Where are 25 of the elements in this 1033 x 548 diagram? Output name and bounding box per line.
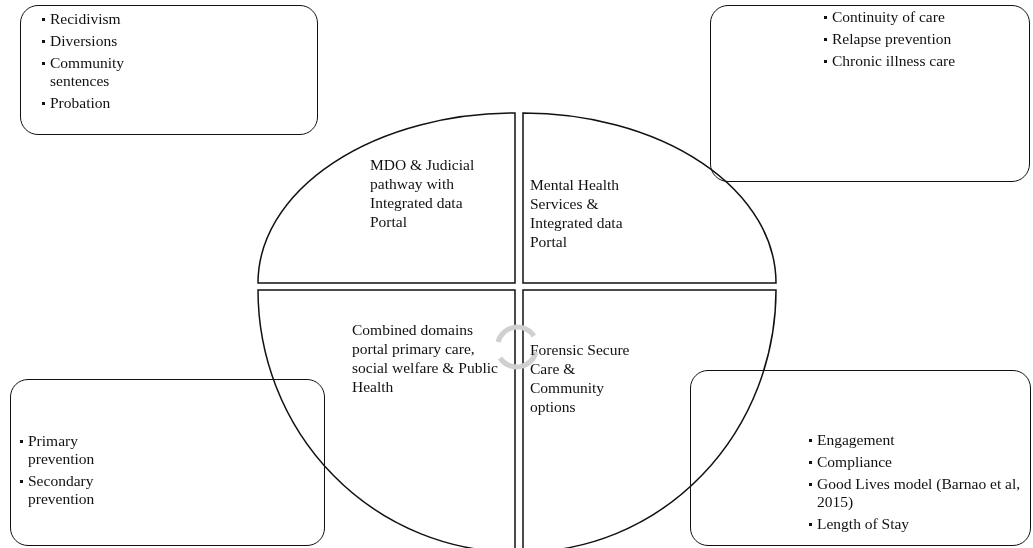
rounded-box: [690, 370, 1031, 546]
rounded-box: [10, 379, 325, 546]
bullet-item: Continuity of care: [823, 8, 963, 26]
segment-label: Forensic Secure Care & Community options: [530, 340, 631, 416]
segment-label: MDO & Judicial pathway with Integrated data Portal: [370, 155, 476, 231]
quadrant-segment: [258, 290, 515, 548]
rounded-box: [710, 5, 1030, 182]
bullet-item: Engagement: [808, 431, 1023, 449]
bullet-item: Length of Stay: [808, 515, 1023, 533]
segment-label: Mental Health Services & Integrated data Portal: [530, 175, 624, 251]
quadrant-segment: [523, 290, 776, 548]
bullet-item: Probation: [41, 94, 171, 112]
quadrant-segment: [523, 113, 776, 283]
segment-label: Combined domains portal primary care, social welfare & Public Health: [352, 320, 499, 396]
bullet-item: Community sentences: [41, 54, 171, 90]
bullet-item: Chronic illness care: [823, 52, 963, 70]
bullet-item: Secondary prevention: [19, 472, 139, 508]
rounded-box: [20, 5, 318, 135]
bullet-item: Good Lives model (Barnao et al, 2015): [808, 475, 1023, 511]
bullet-item: Compliance: [808, 453, 1023, 471]
bullet-item: Diversions: [41, 32, 171, 50]
bullet-item: Recidivism: [41, 10, 171, 28]
bullet-item: Relapse prevention: [823, 30, 963, 48]
bullet-item: Primary prevention: [19, 432, 139, 468]
quadrant-segment: [258, 113, 515, 283]
